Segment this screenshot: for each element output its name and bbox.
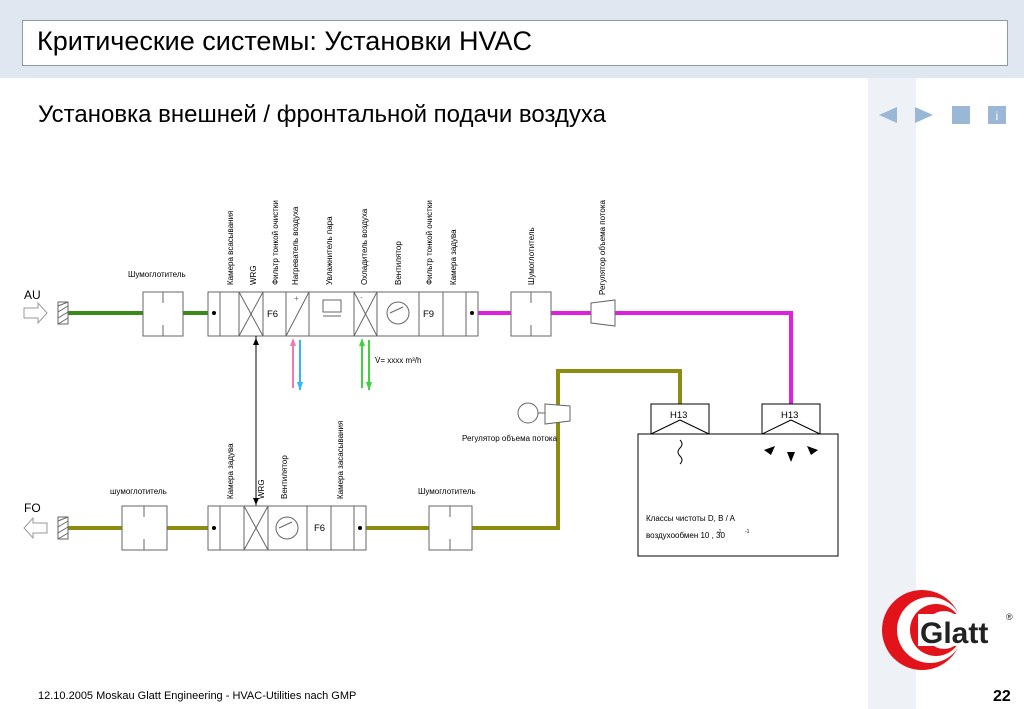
au-grille-icon <box>57 301 69 325</box>
info-button[interactable]: i <box>986 106 1008 124</box>
info-icon: i <box>996 109 999 123</box>
section-label: Увлажнитель пара <box>325 216 334 285</box>
supply-duct-5 <box>615 311 793 404</box>
au-arrow-icon <box>23 301 48 325</box>
exhaust-f6-label: F6 <box>314 523 325 534</box>
svg-text:-: - <box>360 293 363 302</box>
section-label: WRG <box>249 265 258 285</box>
exhaust-fan-icon <box>275 516 299 540</box>
supply-arrow-down <box>787 452 795 462</box>
section-label: WRG <box>257 479 266 499</box>
logo-mark: ® <box>1006 612 1013 622</box>
room-exchange-label: воздухообмен 10 , 30 <box>646 531 726 540</box>
supply-f9-label: F9 <box>423 309 434 320</box>
supply-arrow-left <box>764 446 775 455</box>
fo-grille-icon <box>57 516 69 540</box>
prev-slide-button[interactable] <box>877 106 899 124</box>
supply-fan-icon <box>386 301 410 325</box>
exhaust-ahu <box>219 505 355 551</box>
clean-room <box>637 433 839 557</box>
section-label: Охладитель воздуха <box>360 208 369 285</box>
logo-text: Glatt <box>920 617 988 650</box>
h13-left-label: H13 <box>670 410 687 421</box>
fo-label: FO <box>24 501 41 515</box>
silencer-supply-label: Шумоглотитель <box>128 270 186 279</box>
section-label: Фильтр тонкой очистки <box>425 200 434 285</box>
flow-rate-label: V̇= xxxx m³/h <box>375 356 421 365</box>
silencer-exhaust-label: шумоглотитель <box>110 487 167 496</box>
section-label: Камера засасывания <box>336 421 345 499</box>
supply-arrow-right <box>807 446 818 455</box>
h13-right-label: H13 <box>781 410 798 421</box>
glatt-logo: Glatt ® <box>882 590 1014 670</box>
exchange-sup-2: -1 <box>745 529 750 535</box>
au-label: AU <box>24 288 41 302</box>
flow-regulator-supply-label: Регулятор объема потока <box>598 199 607 295</box>
silencer-supply2-label: Шумоглотитель <box>527 227 536 285</box>
exchange-sup-1: -1 <box>717 529 722 535</box>
fo-arrow-icon <box>23 516 48 540</box>
section-label: Вентилятор <box>280 455 289 499</box>
page-number: 22 <box>993 688 1011 705</box>
section-label: Камера всасывания <box>226 211 235 285</box>
section-label: Фильтр тонкой очистки <box>271 200 280 285</box>
silencer-exhaust2-label: Шумоглотитель <box>418 487 476 496</box>
extract-wave-icon <box>677 439 683 465</box>
actuator-icon <box>517 402 539 424</box>
exhaust-section-labels: Камера задува WRG Вентилятор Камера заса… <box>226 421 345 499</box>
footer-text: 12.10.2005 Moskau Glatt Engineering - HV… <box>38 690 357 702</box>
section-label: Вентилятор <box>394 241 403 285</box>
flow-regulator-supply-icon <box>590 299 616 327</box>
section-label: Камера задува <box>226 443 235 499</box>
supply-f6-label: F6 <box>267 309 278 320</box>
title-box: Критические системы: Установки HVAC <box>22 20 1008 66</box>
next-slide-button[interactable] <box>913 106 935 124</box>
supply-section-labels: Камера всасывания WRG Фильтр тонкой очис… <box>226 200 458 285</box>
room-class-label: Классы чистоты D, B / A <box>646 514 736 523</box>
svg-text:+: + <box>294 294 299 303</box>
exhaust-duct-4 <box>472 369 682 530</box>
slide-subtitle: Установка внешней / фронтальной подачи в… <box>38 101 607 128</box>
supply-ahu <box>219 291 479 337</box>
section-label: Камера задува <box>449 229 458 285</box>
flow-regulator-exhaust-icon <box>544 403 571 425</box>
home-button[interactable] <box>950 106 972 124</box>
page-title: Критические системы: Установки HVAC <box>37 26 533 56</box>
section-label: Нагреватель воздуха <box>291 206 300 285</box>
flow-regulator-exhaust-label: Регулятор объема потока <box>462 434 558 443</box>
